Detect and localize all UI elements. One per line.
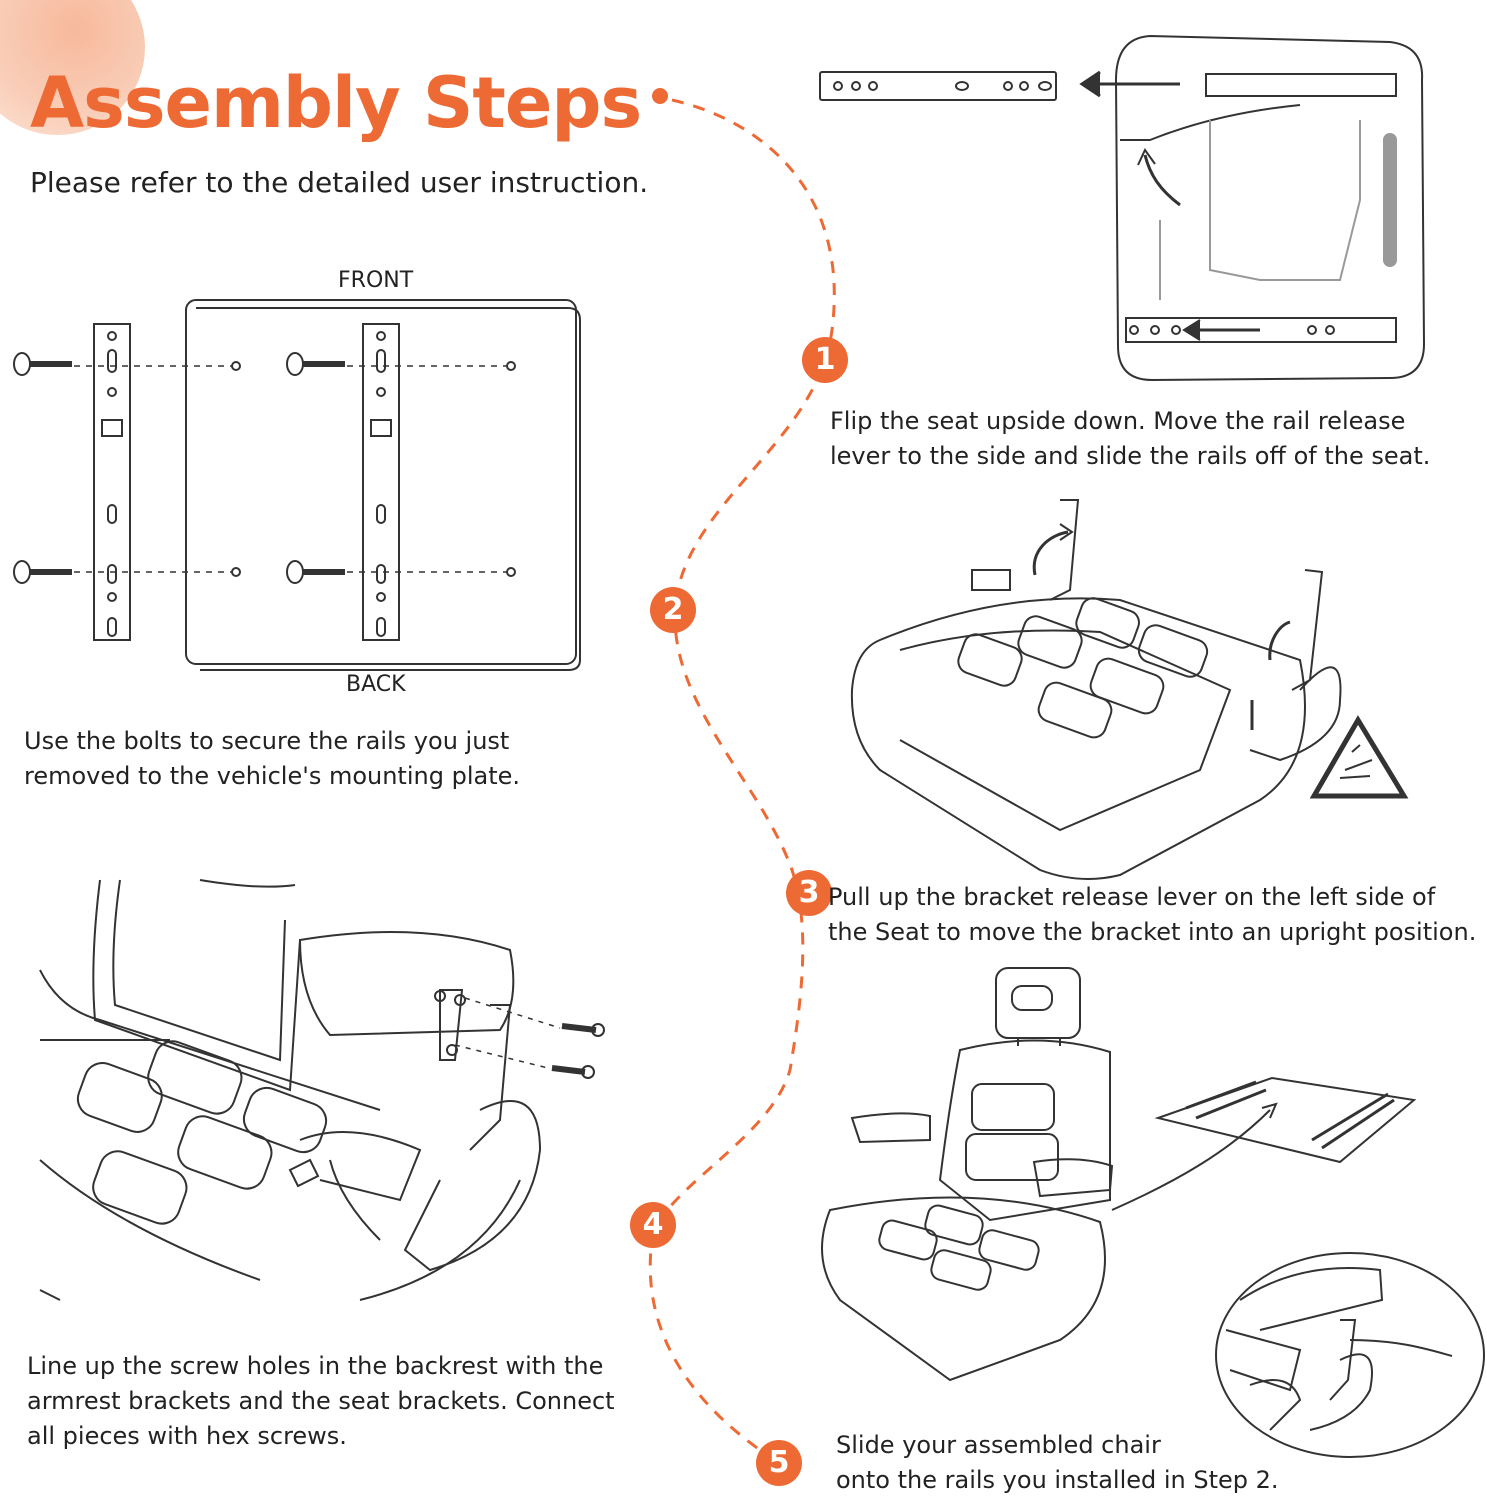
step-3-line-2: the Seat to move the bracket into an upr…	[828, 918, 1477, 946]
step-2-line-1: Use the bolts to secure the rails you ju…	[24, 727, 510, 755]
page-subtitle: Please refer to the detailed user instru…	[30, 166, 649, 199]
step-5-text: Slide your assembled chair onto the rail…	[836, 1428, 1279, 1498]
step-2-text: Use the bolts to secure the rails you ju…	[24, 724, 520, 794]
step-5-line-1: Slide your assembled chair	[836, 1431, 1161, 1459]
step-4-line-3: all pieces with hex screws.	[27, 1422, 347, 1450]
step4-backrest-illustration	[39, 879, 605, 1301]
step1-seat-underside	[1114, 34, 1426, 382]
step5-chair-illustration	[821, 967, 1417, 1382]
step-3-line-1: Pull up the bracket release lever on the…	[828, 883, 1436, 911]
step-badge-3: 3	[786, 870, 832, 916]
step5-inset-detail	[1215, 1252, 1485, 1458]
step1-rail-illustration	[819, 71, 1057, 101]
front-label: FRONT	[338, 268, 414, 293]
warning-hand-pinch-icon	[1309, 715, 1409, 799]
step-1-line-1: Flip the seat upside down. Move the rail…	[830, 407, 1406, 435]
step-4-line-2: armrest brackets and the seat brackets. …	[27, 1387, 615, 1415]
step-badge-1: 1	[802, 337, 848, 383]
back-label: BACK	[346, 672, 406, 697]
step-badge-2: 2	[650, 587, 696, 633]
step-3-text: Pull up the bracket release lever on the…	[828, 880, 1476, 950]
page-title: Assembly Steps	[30, 62, 642, 144]
bolt-icon	[13, 352, 345, 584]
step2-mounting-plate	[13, 299, 581, 671]
step-2-line-2: removed to the vehicle's mounting plate.	[24, 762, 520, 790]
step-1-text: Flip the seat upside down. Move the rail…	[830, 404, 1430, 474]
step-badge-4: 4	[630, 1202, 676, 1248]
step1-arrow-icon	[1079, 70, 1180, 98]
connector-start-dot	[652, 88, 668, 104]
step-5-line-2: onto the rails you installed in Step 2.	[836, 1466, 1279, 1494]
rail-holes	[101, 331, 392, 637]
step-1-line-2: lever to the side and slide the rails of…	[830, 442, 1431, 470]
step-4-line-1: Line up the screw holes in the backrest …	[27, 1352, 604, 1380]
step3-seat-illustration	[850, 499, 1342, 880]
step-badge-5: 5	[756, 1440, 802, 1486]
step-4-text: Line up the screw holes in the backrest …	[27, 1349, 615, 1454]
